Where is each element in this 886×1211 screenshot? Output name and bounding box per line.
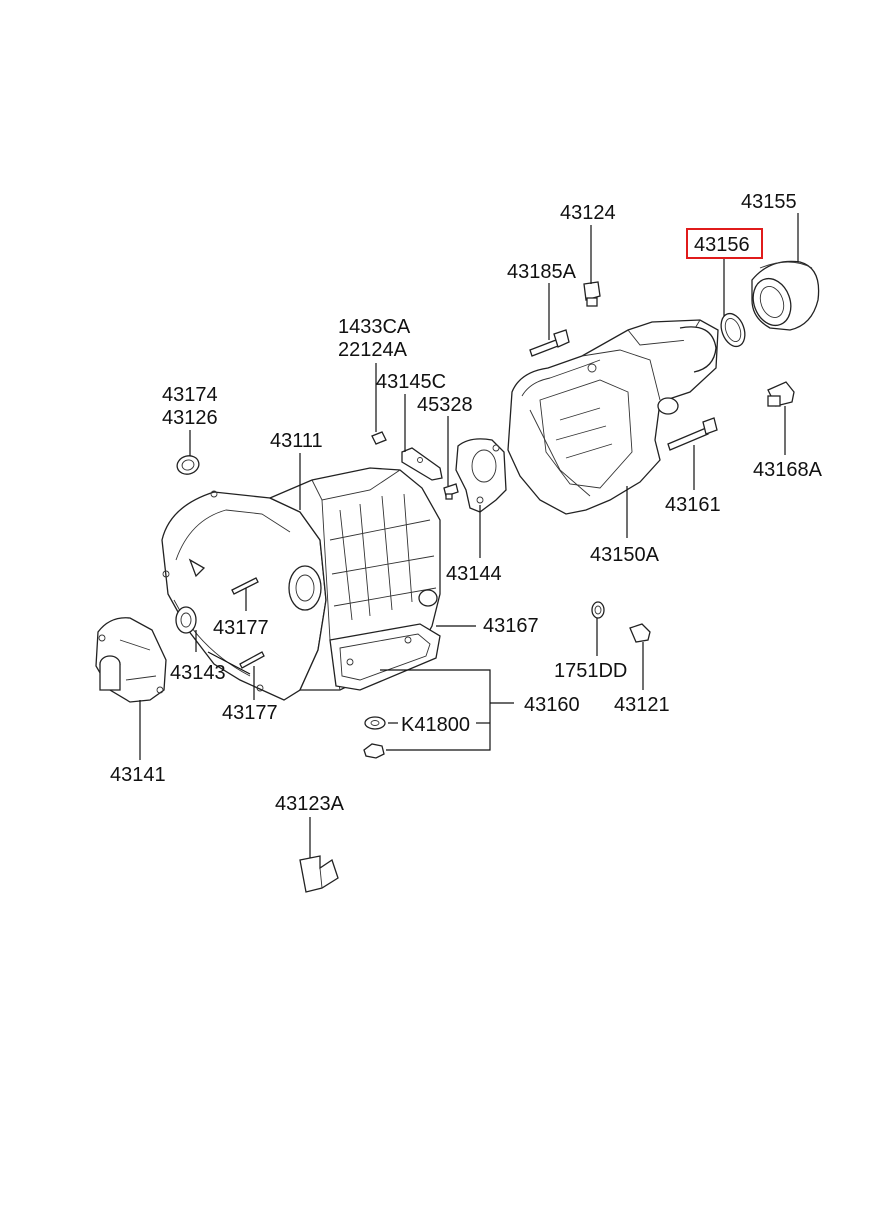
part-43145C-drawing[interactable]	[401, 447, 443, 481]
part-K41800-drawing[interactable]	[363, 716, 386, 759]
part-1433CA-drawing[interactable]	[371, 431, 387, 445]
part-43161-drawing[interactable]	[667, 417, 718, 451]
label-43161[interactable]: 43161	[665, 494, 721, 516]
part-43143-drawing[interactable]	[175, 606, 197, 634]
label-43121[interactable]: 43121	[614, 694, 670, 716]
label-43177-lower[interactable]: 43177	[222, 702, 278, 724]
label-43143[interactable]: 43143	[170, 662, 226, 684]
label-43141[interactable]: 43141	[110, 764, 166, 786]
part-1751DD-drawing[interactable]	[591, 601, 605, 619]
label-K41800[interactable]: K41800	[401, 714, 470, 736]
part-43121-drawing[interactable]	[629, 623, 651, 643]
part-43174-drawing[interactable]	[175, 453, 201, 476]
label-43156[interactable]: 43156	[694, 234, 750, 256]
part-43150A-drawing[interactable]	[507, 319, 719, 515]
label-43177-upper[interactable]: 43177	[213, 617, 269, 639]
part-43168A-drawing[interactable]	[767, 381, 795, 407]
part-43185A-drawing[interactable]	[529, 329, 570, 357]
label-45328[interactable]: 45328	[417, 394, 473, 416]
part-43144-drawing[interactable]	[455, 438, 507, 513]
part-43177-drawing[interactable]	[231, 577, 265, 669]
label-43160[interactable]: 43160	[524, 694, 580, 716]
label-22124A[interactable]: 22124A	[338, 339, 408, 361]
label-43124[interactable]: 43124	[560, 202, 616, 224]
leader-lines	[139, 213, 799, 858]
highlight-box-43156	[686, 228, 763, 259]
part-43123A-drawing[interactable]	[299, 855, 339, 893]
part-labels: 43124 43155 43156 43185A 1433CA 22124A 4…	[110, 191, 823, 815]
part-43160-drawing[interactable]	[329, 623, 441, 691]
label-43144[interactable]: 43144	[446, 563, 502, 585]
label-1751DD[interactable]: 1751DD	[554, 660, 627, 682]
label-43145C[interactable]: 43145C	[376, 371, 446, 393]
label-43174[interactable]: 43174	[162, 384, 218, 406]
label-43150A[interactable]: 43150A	[590, 544, 660, 566]
label-43126[interactable]: 43126	[162, 407, 218, 429]
label-43123A[interactable]: 43123A	[275, 793, 345, 815]
label-43155[interactable]: 43155	[741, 191, 797, 213]
part-45328-drawing[interactable]	[443, 483, 459, 500]
part-43155-drawing[interactable]	[747, 260, 820, 331]
part-43124-drawing[interactable]	[583, 281, 601, 307]
part-43141-drawing[interactable]	[95, 617, 167, 703]
label-1433CA[interactable]: 1433CA	[338, 316, 411, 338]
label-43168A[interactable]: 43168A	[753, 459, 823, 481]
part-43156-drawing[interactable]	[717, 310, 749, 349]
label-43111[interactable]: 43111	[270, 430, 323, 452]
label-43185A[interactable]: 43185A	[507, 261, 577, 283]
label-43167[interactable]: 43167	[483, 615, 539, 637]
